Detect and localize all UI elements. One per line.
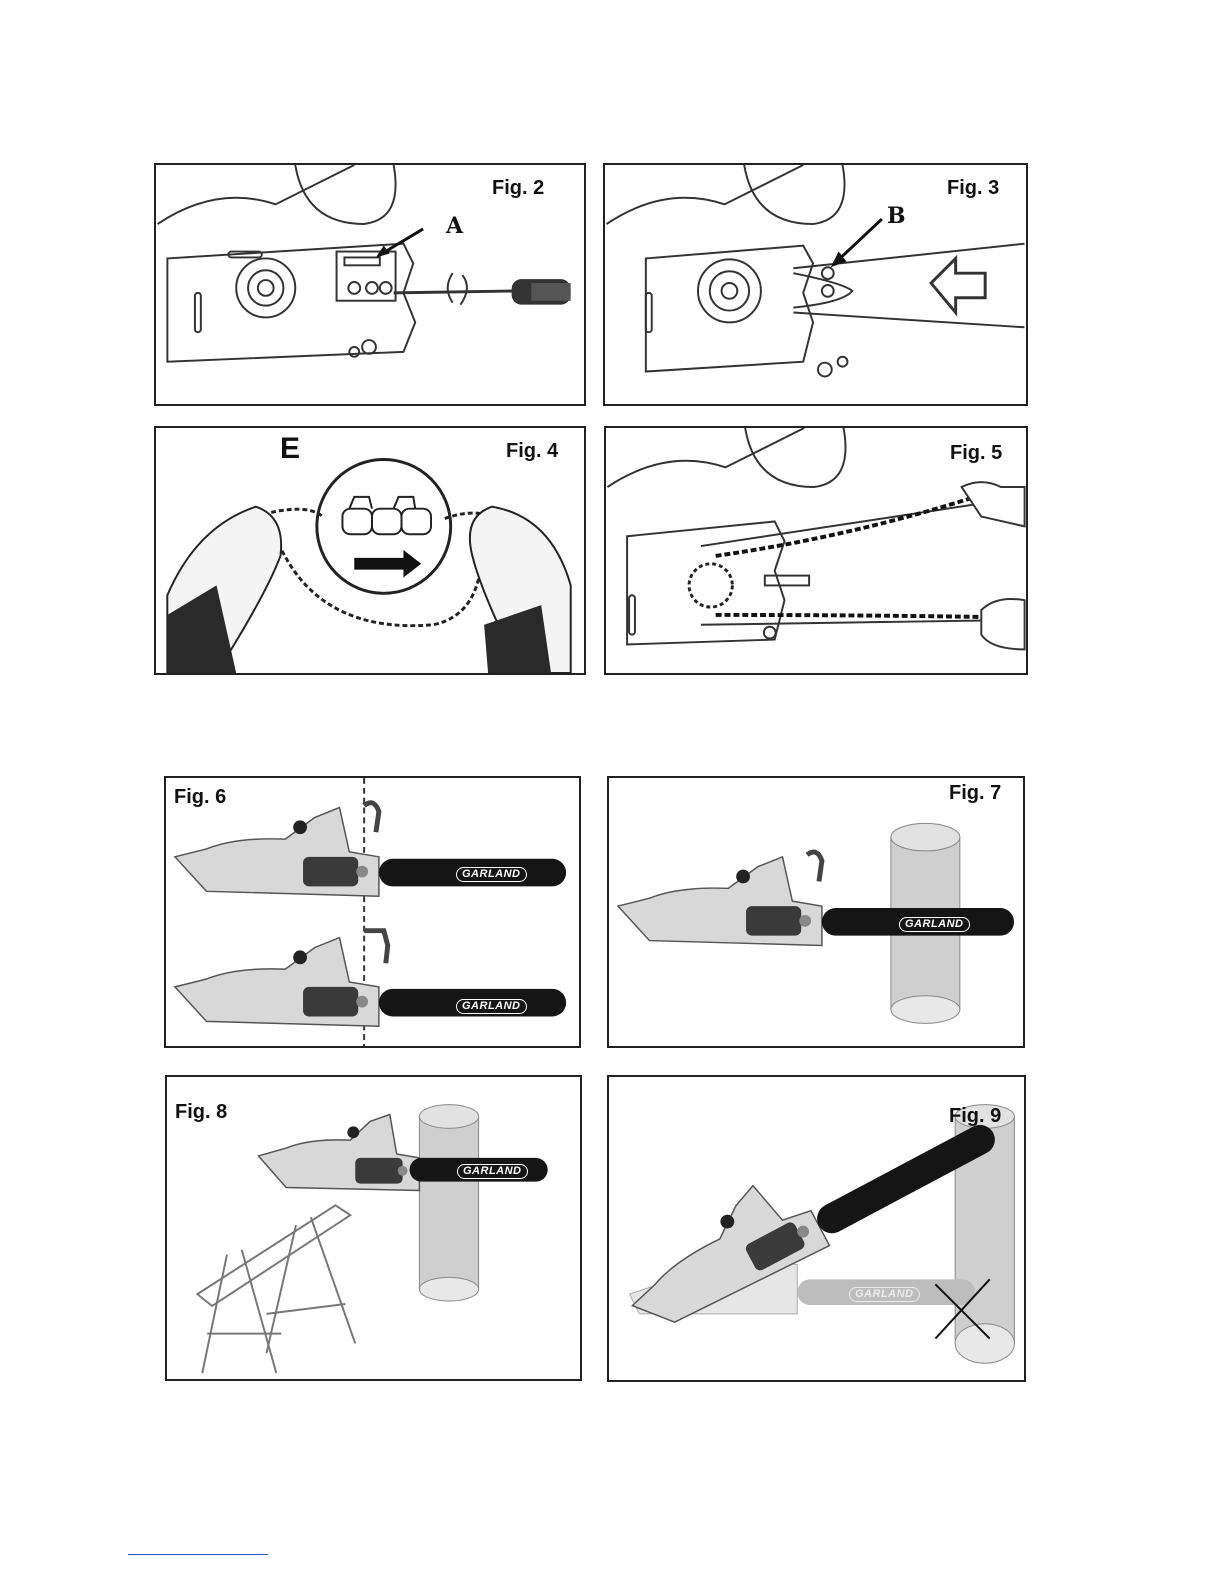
figure-8-panel: Fig. 8 GARLAND bbox=[165, 1075, 582, 1381]
figure-7-panel: Fig. 7 GARLAND bbox=[607, 776, 1025, 1048]
fig4-illustration bbox=[156, 428, 584, 673]
fig7-brand: GARLAND bbox=[899, 917, 970, 932]
fig4-label: Fig. 4 bbox=[506, 440, 558, 463]
fig8-brand: GARLAND bbox=[457, 1164, 528, 1179]
fig9-brand-ghost: GARLAND bbox=[849, 1287, 920, 1302]
fig2-callout-a: A bbox=[446, 213, 463, 239]
fig7-label: Fig. 7 bbox=[949, 782, 1001, 805]
footnote-rule bbox=[128, 1554, 268, 1555]
fig3-label: Fig. 3 bbox=[947, 177, 999, 200]
fig8-label: Fig. 8 bbox=[175, 1101, 227, 1124]
fig7-illustration bbox=[609, 778, 1023, 1046]
fig2-label: Fig. 2 bbox=[492, 177, 544, 200]
fig2-illustration bbox=[156, 165, 584, 404]
fig3-callout-b: B bbox=[887, 203, 906, 229]
fig6-label: Fig. 6 bbox=[174, 786, 226, 809]
figure-6-panel: Fig. 6 GARLAND GARLAND bbox=[164, 776, 581, 1048]
figure-3-panel: Fig. 3 B bbox=[603, 163, 1028, 406]
figure-9-panel: Fig. 9 GARLAND GARLAND bbox=[607, 1075, 1026, 1382]
fig3-illustration bbox=[605, 165, 1026, 404]
fig6-brand-upper: GARLAND bbox=[456, 867, 527, 882]
figure-4-panel: Fig. 4 E bbox=[154, 426, 586, 675]
fig8-illustration bbox=[167, 1077, 580, 1379]
fig9-label: Fig. 9 bbox=[949, 1105, 1001, 1128]
fig6-brand-lower: GARLAND bbox=[456, 999, 527, 1014]
fig5-label: Fig. 5 bbox=[950, 442, 1002, 465]
fig4-callout-e: E bbox=[280, 432, 300, 466]
figure-2-panel: Fig. 2 A bbox=[154, 163, 586, 406]
figure-5-panel: Fig. 5 bbox=[604, 426, 1028, 675]
